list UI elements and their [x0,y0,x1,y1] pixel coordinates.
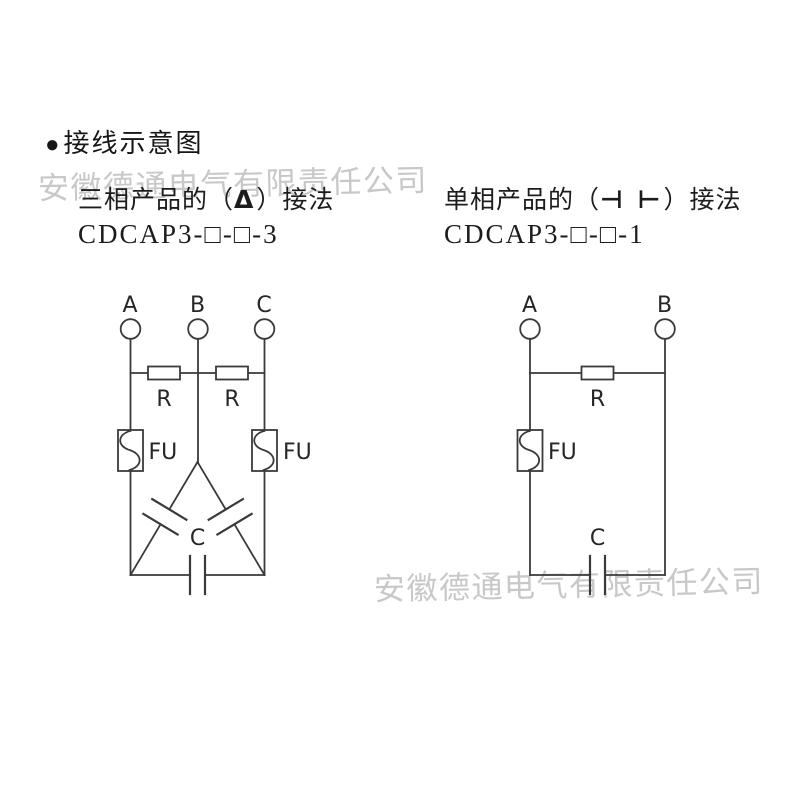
terminal-b-circle [187,318,209,340]
capacitor-left-plate-2 [141,512,180,537]
terminal-label-a2: A [522,293,537,318]
section-header: ●接线示意图 [45,130,204,159]
fuse-a2-element [518,429,541,472]
delta-right-side-lower [233,522,266,577]
section-title: 接线示意图 [63,129,204,158]
left-title-prefix: 三相产品的（ [78,187,235,214]
delta-left-side-upper [168,460,199,511]
capacitor-label-right-diagram: C [590,526,605,551]
terminal-label-b: B [190,293,205,318]
resistor-ab2 [580,365,615,381]
capacitor-left-plate-1 [150,497,188,522]
fuse-a-element [119,429,141,472]
bullet-icon: ● [45,132,62,158]
left-diagram-model: CDCAP3-□-□-3 [78,219,279,249]
left-title-suffix: ）接法 [256,187,335,214]
capacitor-right-plate-2 [215,512,254,537]
resistor-bc-label: R [224,387,239,412]
right-title-suffix: ）接法 [663,187,742,214]
right-diagram-model: CDCAP3-□-□-1 [444,219,645,249]
terminal-label-b2: B [657,293,672,318]
resistor-ab-label: R [156,387,171,412]
fuse-c-label: FU [283,440,312,465]
right-diagram-title: 单相产品的（⊣ ⊢）接法 [444,185,741,216]
fuse-a2-label: FU [548,440,577,465]
terminal-a-circle [119,318,142,340]
terminal-a2-circle [519,318,541,340]
right-title-prefix: 单相产品的（ [444,187,601,214]
fuse-a-label: FU [149,440,178,465]
resistor-ab [147,365,181,381]
delta-symbol: Δ [234,185,257,214]
capacitor-right-plate-1 [207,497,245,522]
three-phase-circuit: A B C R R FU FU [117,293,312,596]
resistor-ab2-label: R [590,387,605,412]
single-phase-circuit: A B R FU C [516,293,676,596]
terminal-label-a: A [122,293,137,318]
terminal-label-c: C [256,293,271,318]
delta-right-side-upper [196,460,227,511]
left-diagram-title: 三相产品的（Δ）接法 [78,185,334,216]
resistor-bc [215,365,249,381]
fuse-c-element [253,429,275,472]
terminal-c-circle [253,318,276,340]
terminal-b2-circle [654,318,676,340]
delta-left-side-lower [129,522,162,577]
capacitor-symbol: ⊣ ⊢ [600,185,664,214]
capacitor-label-left-diagram: C [190,526,205,551]
